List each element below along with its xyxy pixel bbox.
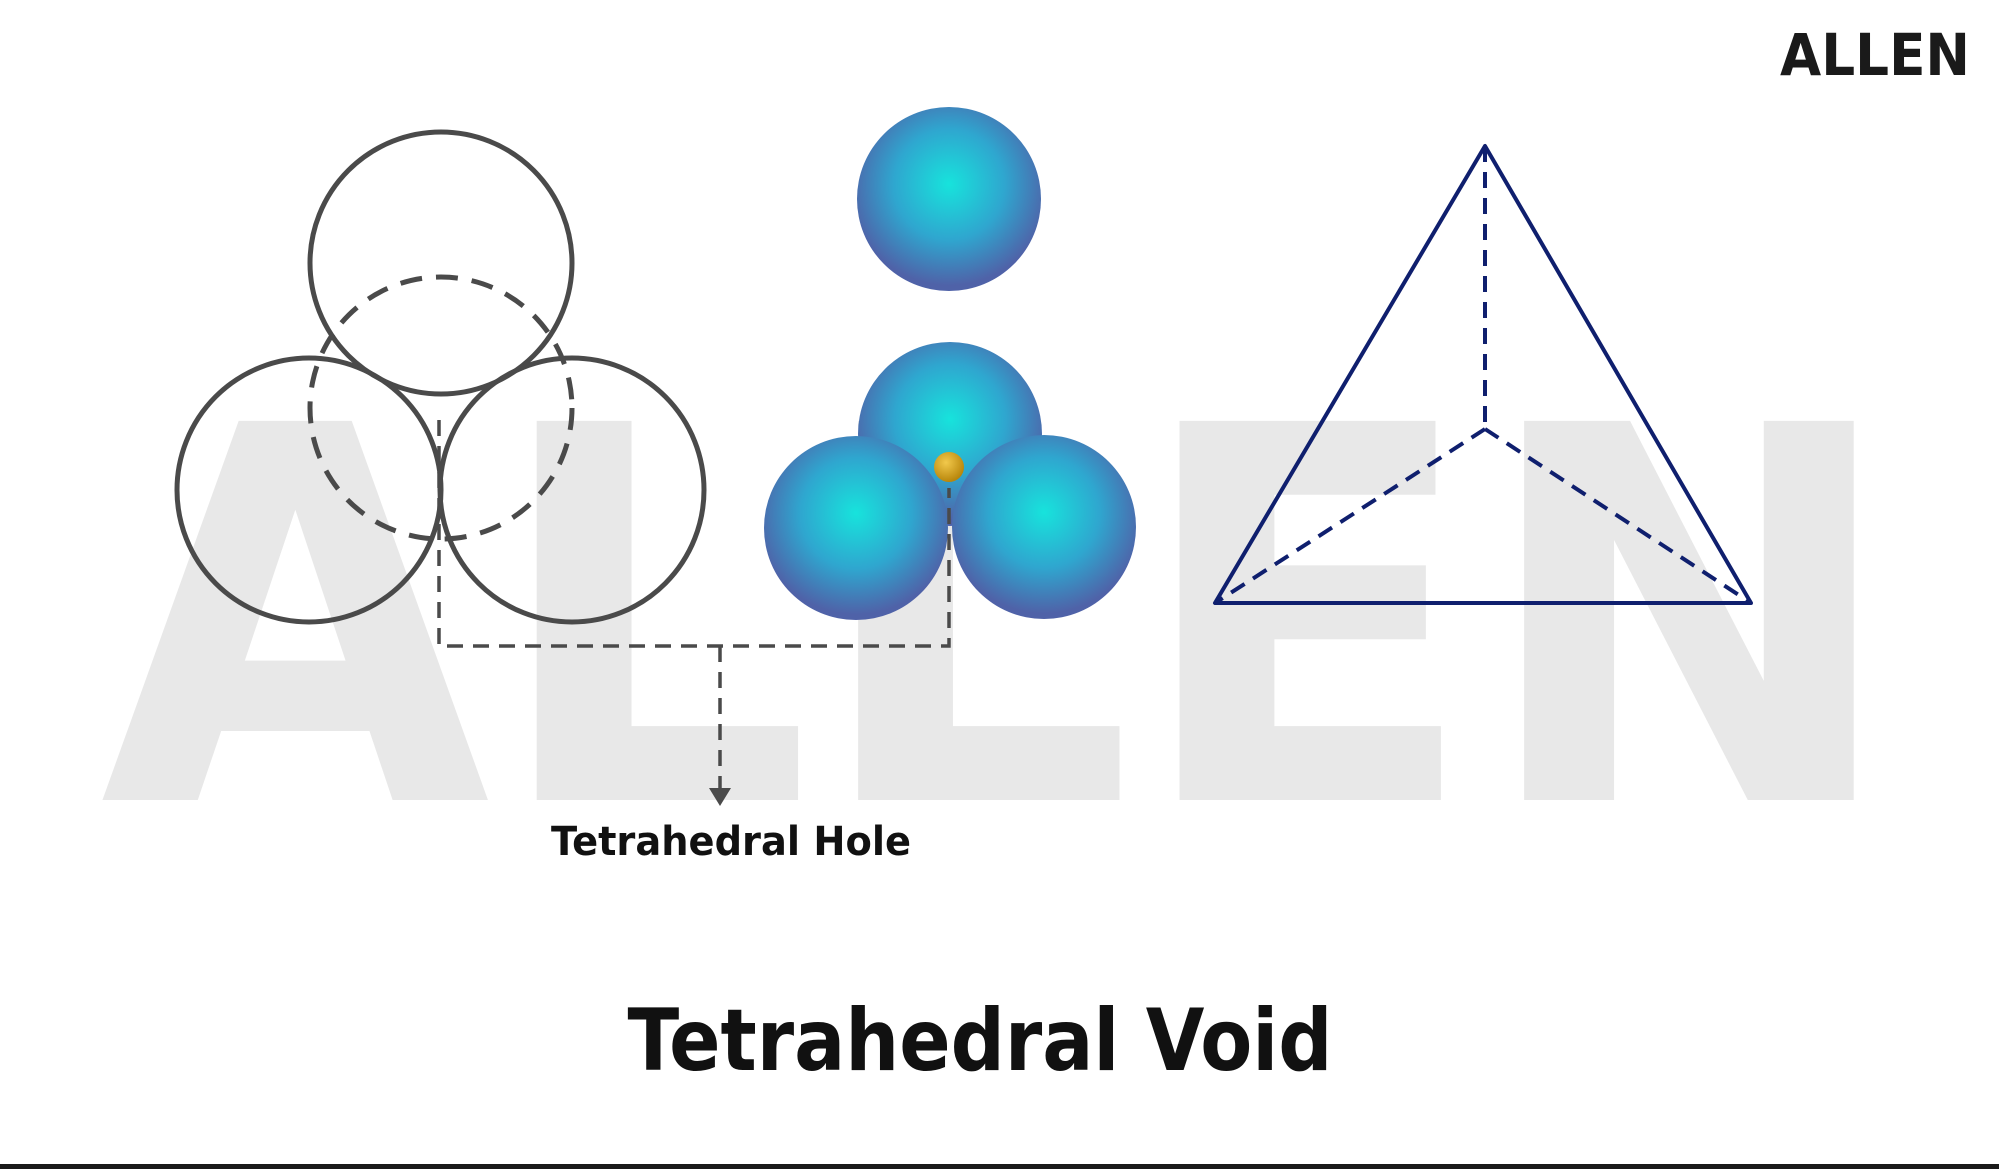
tetrahedron xyxy=(1213,144,1753,605)
hole-pointer-lines xyxy=(437,420,951,790)
bottom-rule xyxy=(0,1164,1999,1169)
hidden-edge-right xyxy=(1483,427,1753,605)
arrow-down-icon xyxy=(709,788,731,806)
sphere-top-separate xyxy=(857,107,1041,291)
hole-label: Tetrahedral Hole xyxy=(551,819,911,865)
tetrahedron-outline xyxy=(1213,144,1753,605)
outline-spheres-top-view xyxy=(174,129,707,625)
void-atom xyxy=(934,452,964,482)
dashed-sphere-below xyxy=(307,274,575,542)
sphere-front-left xyxy=(764,436,948,620)
sphere-front-right xyxy=(952,435,1136,619)
outline-sphere-top xyxy=(307,129,575,397)
pointer-bracket xyxy=(437,420,951,648)
shaded-spheres xyxy=(764,107,1136,620)
allen-logo: ALLEN xyxy=(1780,21,1970,89)
outline-sphere-right xyxy=(437,355,707,625)
page-title: Tetrahedral Void xyxy=(628,991,1333,1091)
hidden-edge-left xyxy=(1213,427,1487,605)
tetrahedron-hidden-edges xyxy=(1213,146,1753,605)
